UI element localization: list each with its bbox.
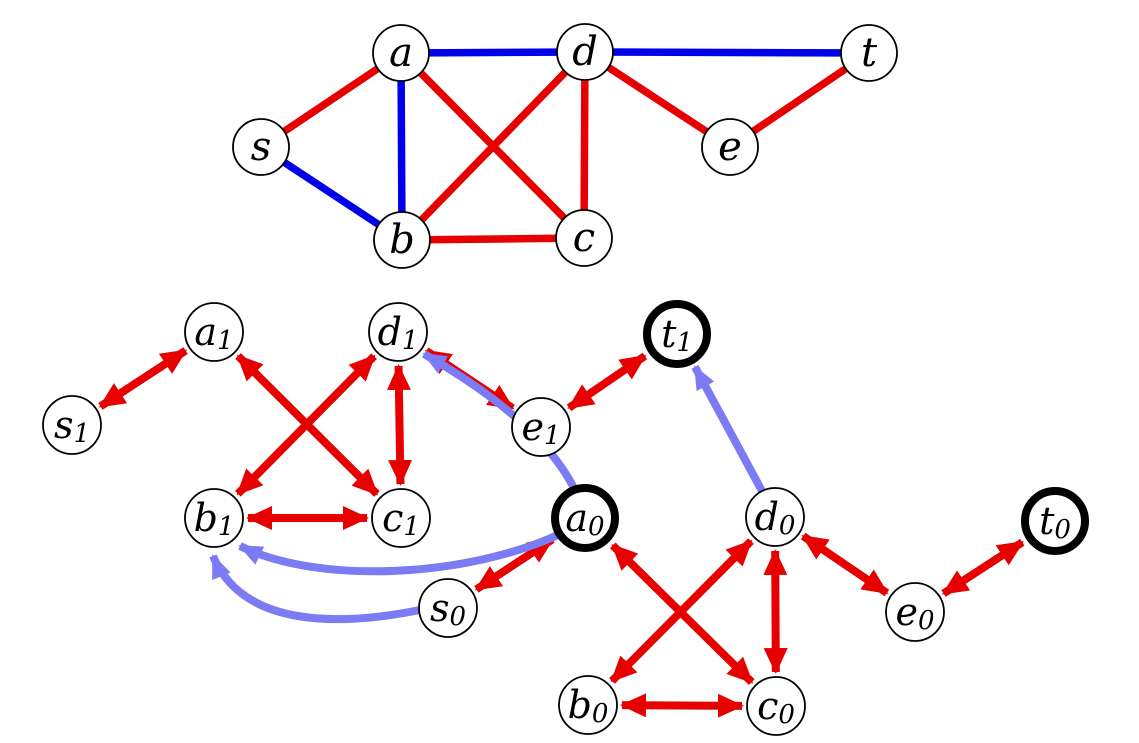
node-b0-label: b0 [568, 683, 609, 729]
red-double-arrow-b0-c0 [619, 693, 745, 718]
node-s: s [232, 118, 290, 176]
edge-a-b [397, 52, 406, 241]
node-t-circle [840, 24, 898, 82]
node-c0: c0 [746, 676, 806, 736]
node-c1-circle [371, 488, 431, 548]
node-t0-label: t0 [1039, 499, 1071, 545]
node-e-circle [701, 118, 759, 176]
node-b0: b0 [558, 675, 618, 735]
node-b-circle [373, 211, 431, 269]
edge-a-d [400, 48, 586, 57]
base-graph-edges [258, 48, 872, 244]
node-d1-circle [368, 302, 428, 362]
node-e1: e1 [511, 397, 571, 457]
node-d-label: d [572, 29, 598, 75]
node-b1: b1 [184, 488, 244, 548]
node-c1-label: c1 [382, 496, 420, 542]
node-e0-label: e0 [895, 590, 934, 636]
node-a1-circle [184, 302, 244, 362]
edge-b-c [401, 234, 585, 244]
node-a0: a0 [551, 484, 619, 552]
node-d0-label: d0 [755, 495, 796, 541]
node-c-circle [555, 209, 613, 267]
node-d1-label: d1 [378, 310, 419, 356]
edge-b-d [399, 49, 588, 243]
red-double-arrow-c1-d1 [386, 363, 413, 487]
node-a0-circle [551, 484, 619, 552]
node-s-circle [232, 118, 290, 176]
node-a-label: a [389, 30, 413, 76]
node-t1-circle [643, 300, 711, 368]
node-c0-label: c0 [757, 684, 795, 730]
node-e0: e0 [885, 582, 945, 642]
edge-d-t [584, 48, 870, 57]
node-a0-label: a0 [565, 496, 604, 542]
red-double-arrow-d0-e0 [800, 532, 890, 597]
node-t0: t0 [1021, 487, 1089, 555]
node-e0-circle [885, 582, 945, 642]
node-e-label: e [718, 124, 742, 170]
red-double-arrow-e0-t0 [941, 538, 1025, 597]
red-double-arrow-s0-a0 [474, 536, 555, 593]
edge-c-d [580, 51, 589, 239]
node-b0-circle [558, 675, 618, 735]
node-c1: c1 [371, 488, 431, 548]
red-double-arrow-c0-d0 [763, 548, 788, 675]
node-d0-circle [745, 487, 805, 547]
node-t-label: t [861, 30, 878, 76]
node-e: e [701, 118, 759, 176]
node-b1-circle [184, 488, 244, 548]
node-a-circle [372, 24, 430, 82]
node-t0-circle [1021, 487, 1089, 555]
node-d: d [556, 23, 614, 81]
node-c0-circle [746, 676, 806, 736]
base-graph-nodes: s a b c d e t [232, 23, 898, 269]
node-s0-circle [418, 578, 478, 638]
node-s-label: s [251, 124, 272, 170]
product-graph-nodes: s1 a1 b1 c1 d1 e1 t1 a0 s0 b0 c0 d0 e0 t0 [42, 300, 1089, 736]
node-s1-circle [42, 395, 102, 455]
node-s1: s1 [42, 395, 102, 455]
node-a1: a1 [184, 302, 244, 362]
node-a: a [372, 24, 430, 82]
node-d-circle [556, 23, 614, 81]
node-b1-label: b1 [194, 496, 235, 542]
node-e1-circle [511, 397, 571, 457]
product-graph-red-arrows [98, 347, 1025, 718]
blue-arrow-a0-b1 [238, 530, 562, 576]
node-b: b [373, 211, 431, 269]
red-double-arrow-b1-d1 [235, 353, 377, 497]
node-d0: d0 [745, 487, 805, 547]
node-s1-label: s1 [54, 403, 90, 449]
node-t1: t1 [643, 300, 711, 368]
red-double-arrow-s1-a1 [98, 347, 188, 410]
node-c: c [555, 209, 613, 267]
node-s0: s0 [418, 578, 478, 638]
blue-arrow-s0-b1 [209, 554, 421, 624]
red-double-arrow-e1-t1 [566, 352, 648, 412]
node-t1-label: t1 [661, 312, 693, 358]
node-c-label: c [573, 215, 595, 261]
node-e1-label: e1 [521, 405, 560, 451]
node-s0-label: s0 [430, 586, 466, 632]
node-b-label: b [389, 217, 415, 263]
node-t: t [840, 24, 898, 82]
blue-arrow-d0-t1 [691, 365, 766, 493]
node-d1: d1 [368, 302, 428, 362]
node-a1-label: a1 [194, 310, 233, 356]
red-double-arrow-b0-d0 [609, 538, 754, 684]
